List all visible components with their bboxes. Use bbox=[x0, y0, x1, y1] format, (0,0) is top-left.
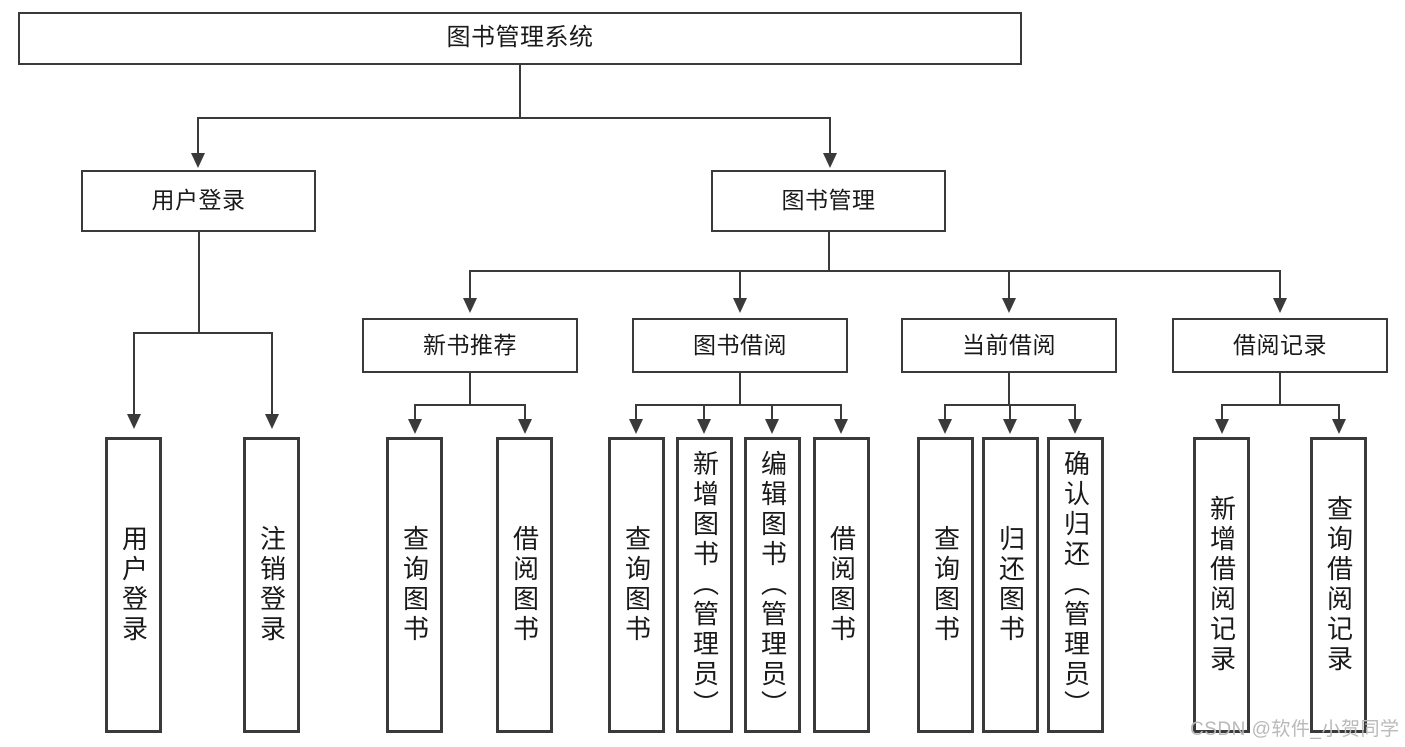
leaf-add-book-admin[interactable]: 新增图书（管理员） bbox=[676, 437, 733, 733]
csdn-watermark: CSDN @软件_小贺同学 bbox=[1190, 719, 1400, 740]
leaf-query-book-current[interactable]: 查询图书 bbox=[917, 437, 974, 733]
node-label: 当前借阅 bbox=[962, 331, 1056, 358]
connector-to-book-mgmt bbox=[829, 117, 831, 155]
node-label: 图书管理 bbox=[781, 187, 876, 214]
connector-borrow-record-drop bbox=[1279, 373, 1281, 405]
leaf-return-book[interactable]: 归还图书 bbox=[982, 437, 1039, 733]
connector-user-login-child-2 bbox=[271, 332, 273, 416]
arrowhead-to-current-borrow bbox=[1002, 298, 1016, 313]
arrowhead-book-borrow-child-3 bbox=[765, 419, 779, 434]
leaf-edit-book-admin[interactable]: 编辑图书（管理员） bbox=[744, 437, 801, 733]
leaf-user-login[interactable]: 用户登录 bbox=[105, 437, 162, 733]
connector-user-login-child-1 bbox=[133, 332, 135, 416]
arrowhead-user-login-child-1 bbox=[127, 414, 141, 429]
arrowhead-to-book-borrow bbox=[733, 298, 747, 313]
connector-current-borrow-child-2 bbox=[1009, 404, 1011, 421]
connector-to-new-book bbox=[469, 270, 471, 300]
arrowhead-current-borrow-child-2 bbox=[1003, 419, 1017, 434]
node-label: 用户登录 bbox=[118, 525, 149, 645]
leaf-query-book[interactable]: 查询图书 bbox=[608, 437, 665, 733]
connector-book-borrow-child-2 bbox=[703, 404, 705, 421]
connector-borrow-record-child-2 bbox=[1338, 404, 1340, 421]
node-label: 查询图书 bbox=[621, 525, 652, 645]
arrowhead-new-book-child-1 bbox=[408, 419, 422, 434]
connector-root-drop bbox=[519, 65, 521, 118]
leaf-borrow-book[interactable]: 借阅图书 bbox=[813, 437, 870, 733]
node-label: 编辑图书（管理员） bbox=[757, 450, 788, 720]
node-label: 查询图书 bbox=[399, 525, 430, 645]
leaf-borrow-book-recommend[interactable]: 借阅图书 bbox=[496, 437, 553, 733]
arrowhead-new-book-child-2 bbox=[518, 419, 532, 434]
node-root-system[interactable]: 图书管理系统 bbox=[18, 12, 1022, 65]
node-label: 确认归还（管理员） bbox=[1060, 450, 1091, 720]
connector-book-borrow-drop bbox=[739, 373, 741, 405]
node-label: 归还图书 bbox=[995, 525, 1026, 645]
connector-new-book-drop bbox=[469, 373, 471, 405]
connector-book-borrow-child-3 bbox=[771, 404, 773, 421]
node-label: 用户登录 bbox=[151, 187, 246, 214]
node-borrow-record[interactable]: 借阅记录 bbox=[1172, 318, 1388, 373]
connector-book-borrow-child-4 bbox=[840, 404, 842, 421]
connector-current-borrow-child-1 bbox=[944, 404, 946, 421]
arrowhead-borrow-record-child-1 bbox=[1215, 419, 1229, 434]
node-user-login[interactable]: 用户登录 bbox=[81, 170, 316, 232]
leaf-logout[interactable]: 注销登录 bbox=[243, 437, 300, 733]
connector-to-current-borrow bbox=[1008, 270, 1010, 300]
node-label: 新增图书（管理员） bbox=[689, 450, 720, 720]
arrowhead-current-borrow-child-1 bbox=[938, 419, 952, 434]
connector-book-mgmt-bus bbox=[469, 270, 1281, 272]
node-label: 新书推荐 bbox=[423, 331, 517, 358]
node-label: 查询图书 bbox=[930, 525, 961, 645]
connector-current-borrow-child-3 bbox=[1074, 404, 1076, 421]
connector-to-user-login bbox=[197, 117, 199, 155]
arrowhead-to-user-login bbox=[191, 153, 205, 168]
arrowhead-user-login-child-2 bbox=[265, 414, 279, 429]
leaf-query-book-recommend[interactable]: 查询图书 bbox=[386, 437, 443, 733]
connector-book-borrow-bus bbox=[635, 404, 842, 406]
node-label: 图书管理系统 bbox=[446, 24, 594, 52]
connector-new-book-child-1 bbox=[414, 404, 416, 421]
node-label: 查询借阅记录 bbox=[1323, 495, 1354, 675]
node-book-management[interactable]: 图书管理 bbox=[711, 170, 946, 232]
node-current-borrow[interactable]: 当前借阅 bbox=[901, 318, 1117, 373]
node-label: 借阅图书 bbox=[509, 525, 540, 645]
connector-new-book-bus bbox=[414, 404, 526, 406]
connector-user-login-drop bbox=[198, 232, 200, 333]
node-book-borrow[interactable]: 图书借阅 bbox=[632, 318, 848, 373]
arrowhead-borrow-record-child-2 bbox=[1332, 419, 1346, 434]
arrowhead-book-borrow-child-4 bbox=[834, 419, 848, 434]
leaf-confirm-return-admin[interactable]: 确认归还（管理员） bbox=[1047, 437, 1104, 733]
connector-book-borrow-child-1 bbox=[635, 404, 637, 421]
arrowhead-to-borrow-record bbox=[1273, 298, 1287, 313]
arrowhead-book-borrow-child-1 bbox=[629, 419, 643, 434]
connector-current-borrow-drop bbox=[1008, 373, 1010, 405]
arrowhead-current-borrow-child-3 bbox=[1068, 419, 1082, 434]
node-label: 图书借阅 bbox=[693, 331, 787, 358]
node-new-book-recommend[interactable]: 新书推荐 bbox=[362, 318, 578, 373]
node-label: 借阅图书 bbox=[826, 525, 857, 645]
arrowhead-to-new-book bbox=[463, 298, 477, 313]
connector-borrow-record-child-1 bbox=[1221, 404, 1223, 421]
connector-book-mgmt-drop bbox=[828, 232, 830, 271]
connector-root-bus bbox=[197, 117, 831, 119]
arrowhead-book-borrow-child-2 bbox=[697, 419, 711, 434]
connector-new-book-child-2 bbox=[524, 404, 526, 421]
connector-to-book-borrow bbox=[739, 270, 741, 300]
leaf-add-borrow-record[interactable]: 新增借阅记录 bbox=[1193, 437, 1250, 733]
leaf-query-borrow-record[interactable]: 查询借阅记录 bbox=[1310, 437, 1367, 733]
connector-to-borrow-record bbox=[1279, 270, 1281, 300]
arrowhead-to-book-mgmt bbox=[823, 153, 837, 168]
node-label: 新增借阅记录 bbox=[1206, 495, 1237, 675]
connector-borrow-record-bus bbox=[1221, 404, 1340, 406]
node-label: 注销登录 bbox=[256, 525, 287, 645]
connector-user-login-bus bbox=[133, 332, 272, 334]
node-label: 借阅记录 bbox=[1233, 331, 1327, 358]
